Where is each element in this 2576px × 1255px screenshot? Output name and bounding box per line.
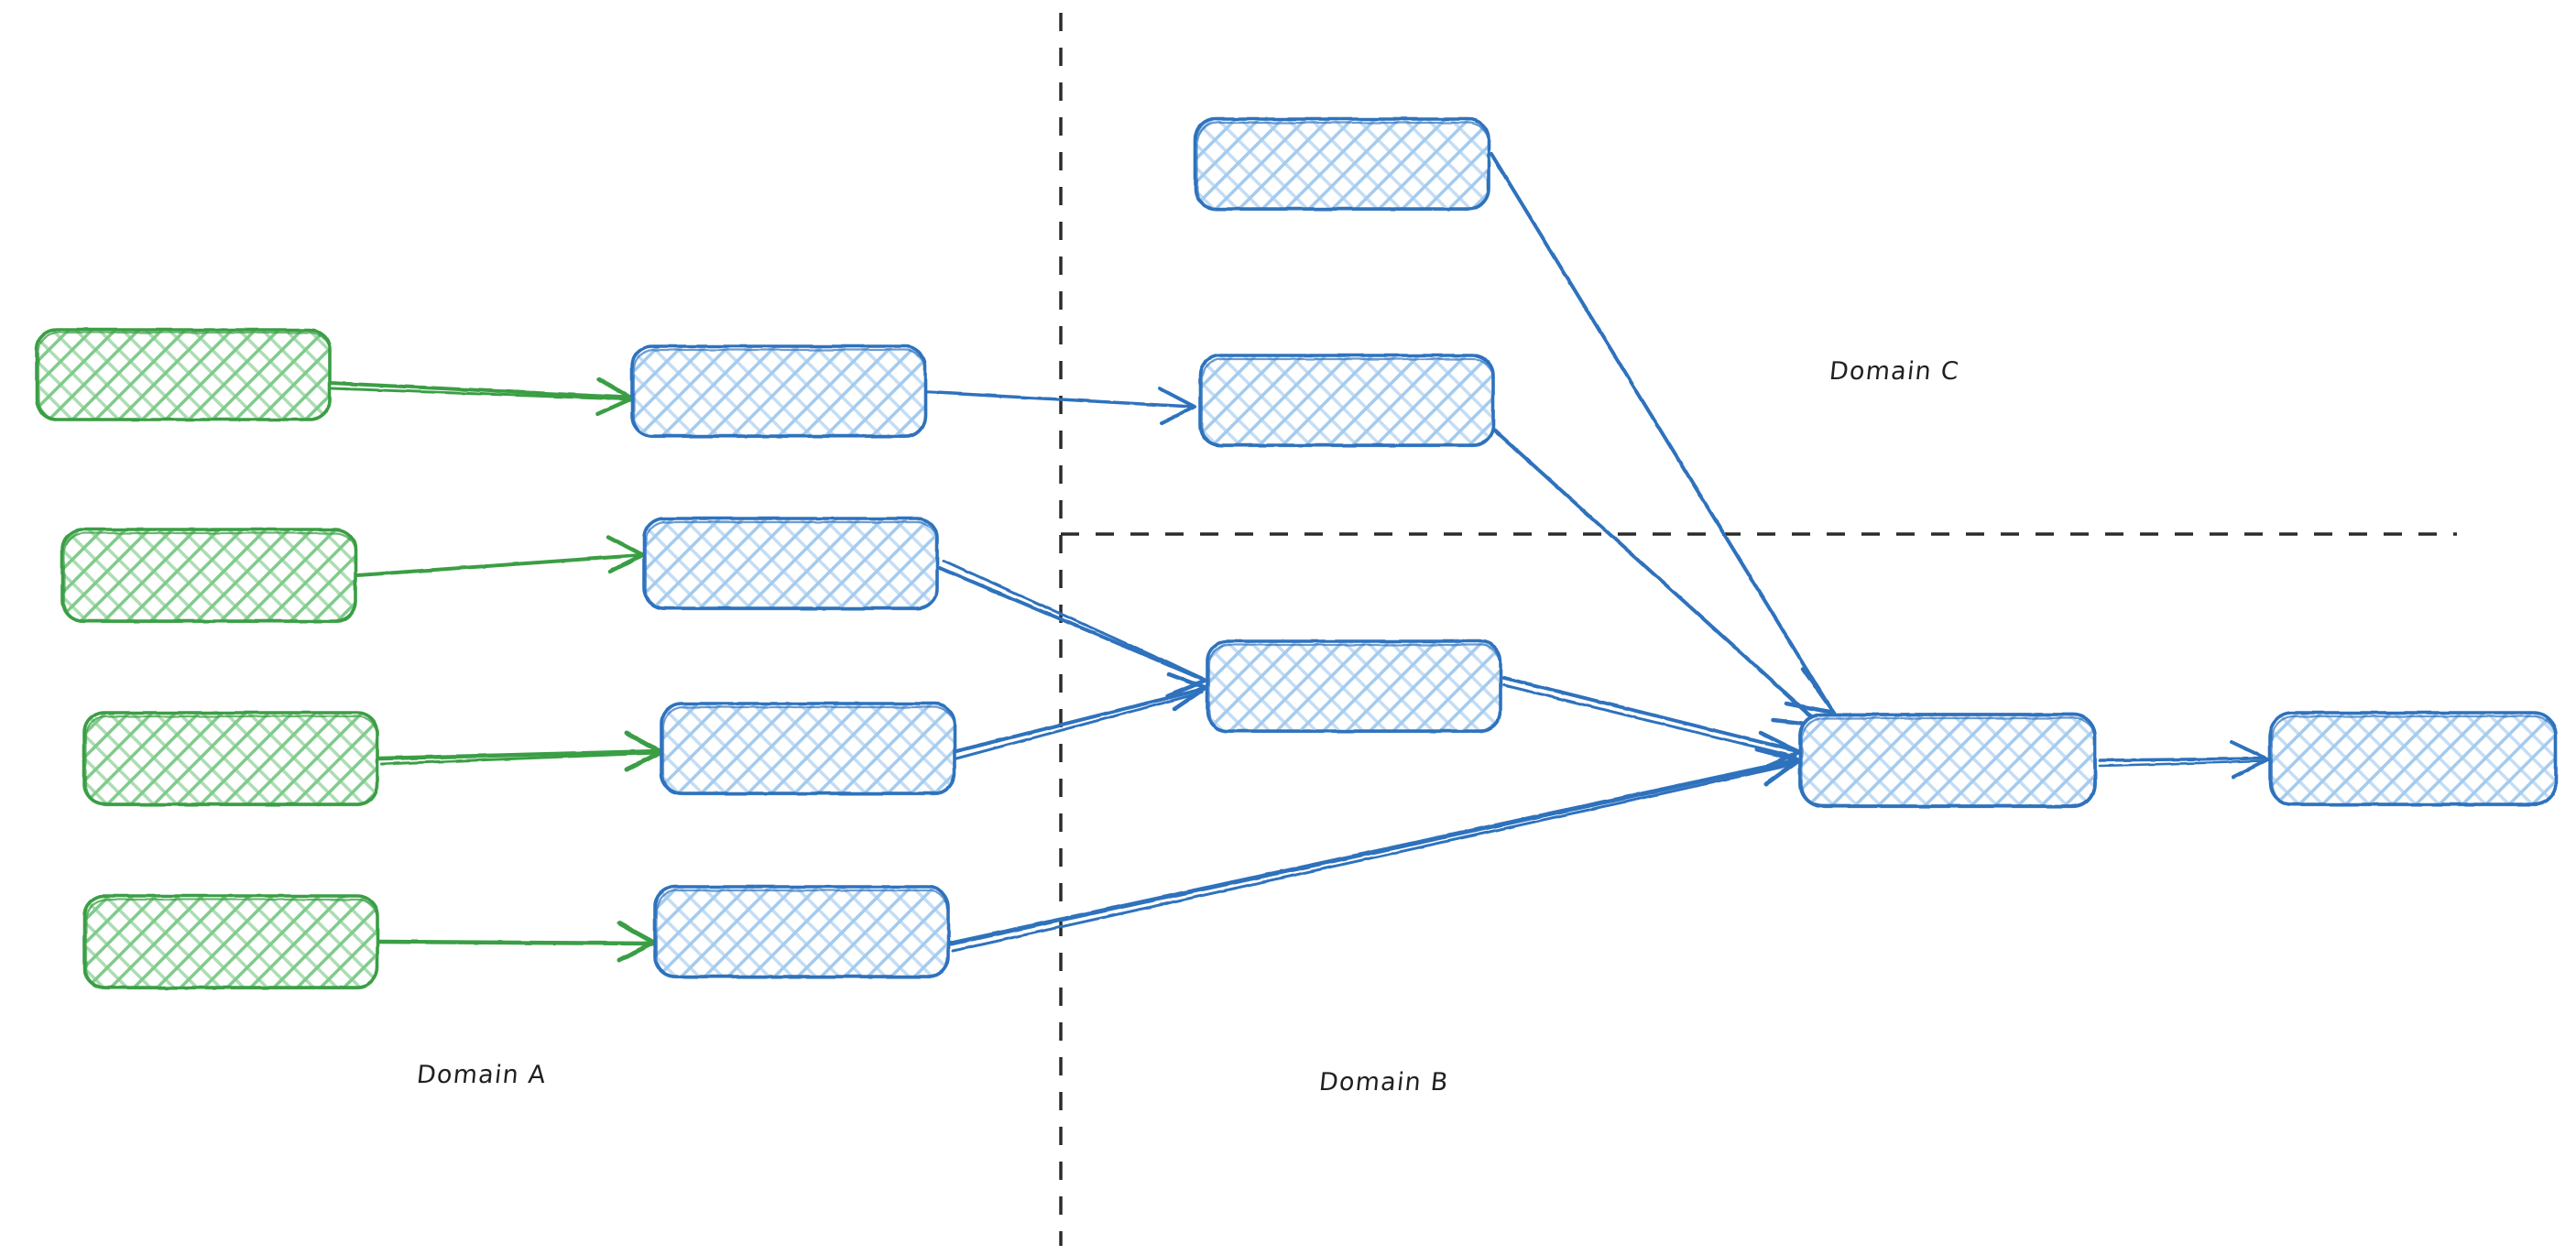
- domain-a-label: Domain A: [415, 1061, 549, 1089]
- edge-b1-c2: [925, 387, 1196, 425]
- domain-b-label: Domain B: [1317, 1068, 1451, 1097]
- edge-group: [328, 152, 2270, 963]
- node-a4[interactable]: [82, 894, 379, 990]
- node-b3[interactable]: [660, 702, 956, 796]
- divider-group: [1059, 13, 2457, 1246]
- edge-a3-b3: [377, 730, 664, 772]
- node-a1[interactable]: [35, 328, 332, 421]
- edge-c3-d1: [1502, 676, 1802, 772]
- node-b2[interactable]: [642, 517, 939, 611]
- edge-a4-b4: [377, 921, 657, 963]
- domain-c-label: Domain C: [1828, 357, 1961, 386]
- node-a3[interactable]: [82, 711, 379, 807]
- node-c3[interactable]: [1206, 639, 1502, 734]
- edge-c2-d1: [1493, 429, 1824, 728]
- node-d1[interactable]: [1798, 713, 2097, 809]
- node-group: [35, 117, 2558, 990]
- edge-a2-b2: [355, 534, 646, 577]
- node-b4[interactable]: [653, 885, 950, 979]
- node-e1[interactable]: [2268, 711, 2558, 807]
- edge-b4-d1: [948, 747, 1802, 953]
- edge-d1-e1: [2098, 740, 2270, 779]
- node-c2[interactable]: [1198, 354, 1495, 448]
- edge-c1-d1: [1490, 152, 1837, 715]
- edge-b3-c3: [955, 671, 1208, 760]
- node-c1[interactable]: [1194, 117, 1490, 212]
- node-b1[interactable]: [630, 344, 927, 439]
- edge-a1-b1: [328, 376, 635, 417]
- edge-b2-c3: [938, 559, 1208, 699]
- node-a2[interactable]: [60, 528, 357, 624]
